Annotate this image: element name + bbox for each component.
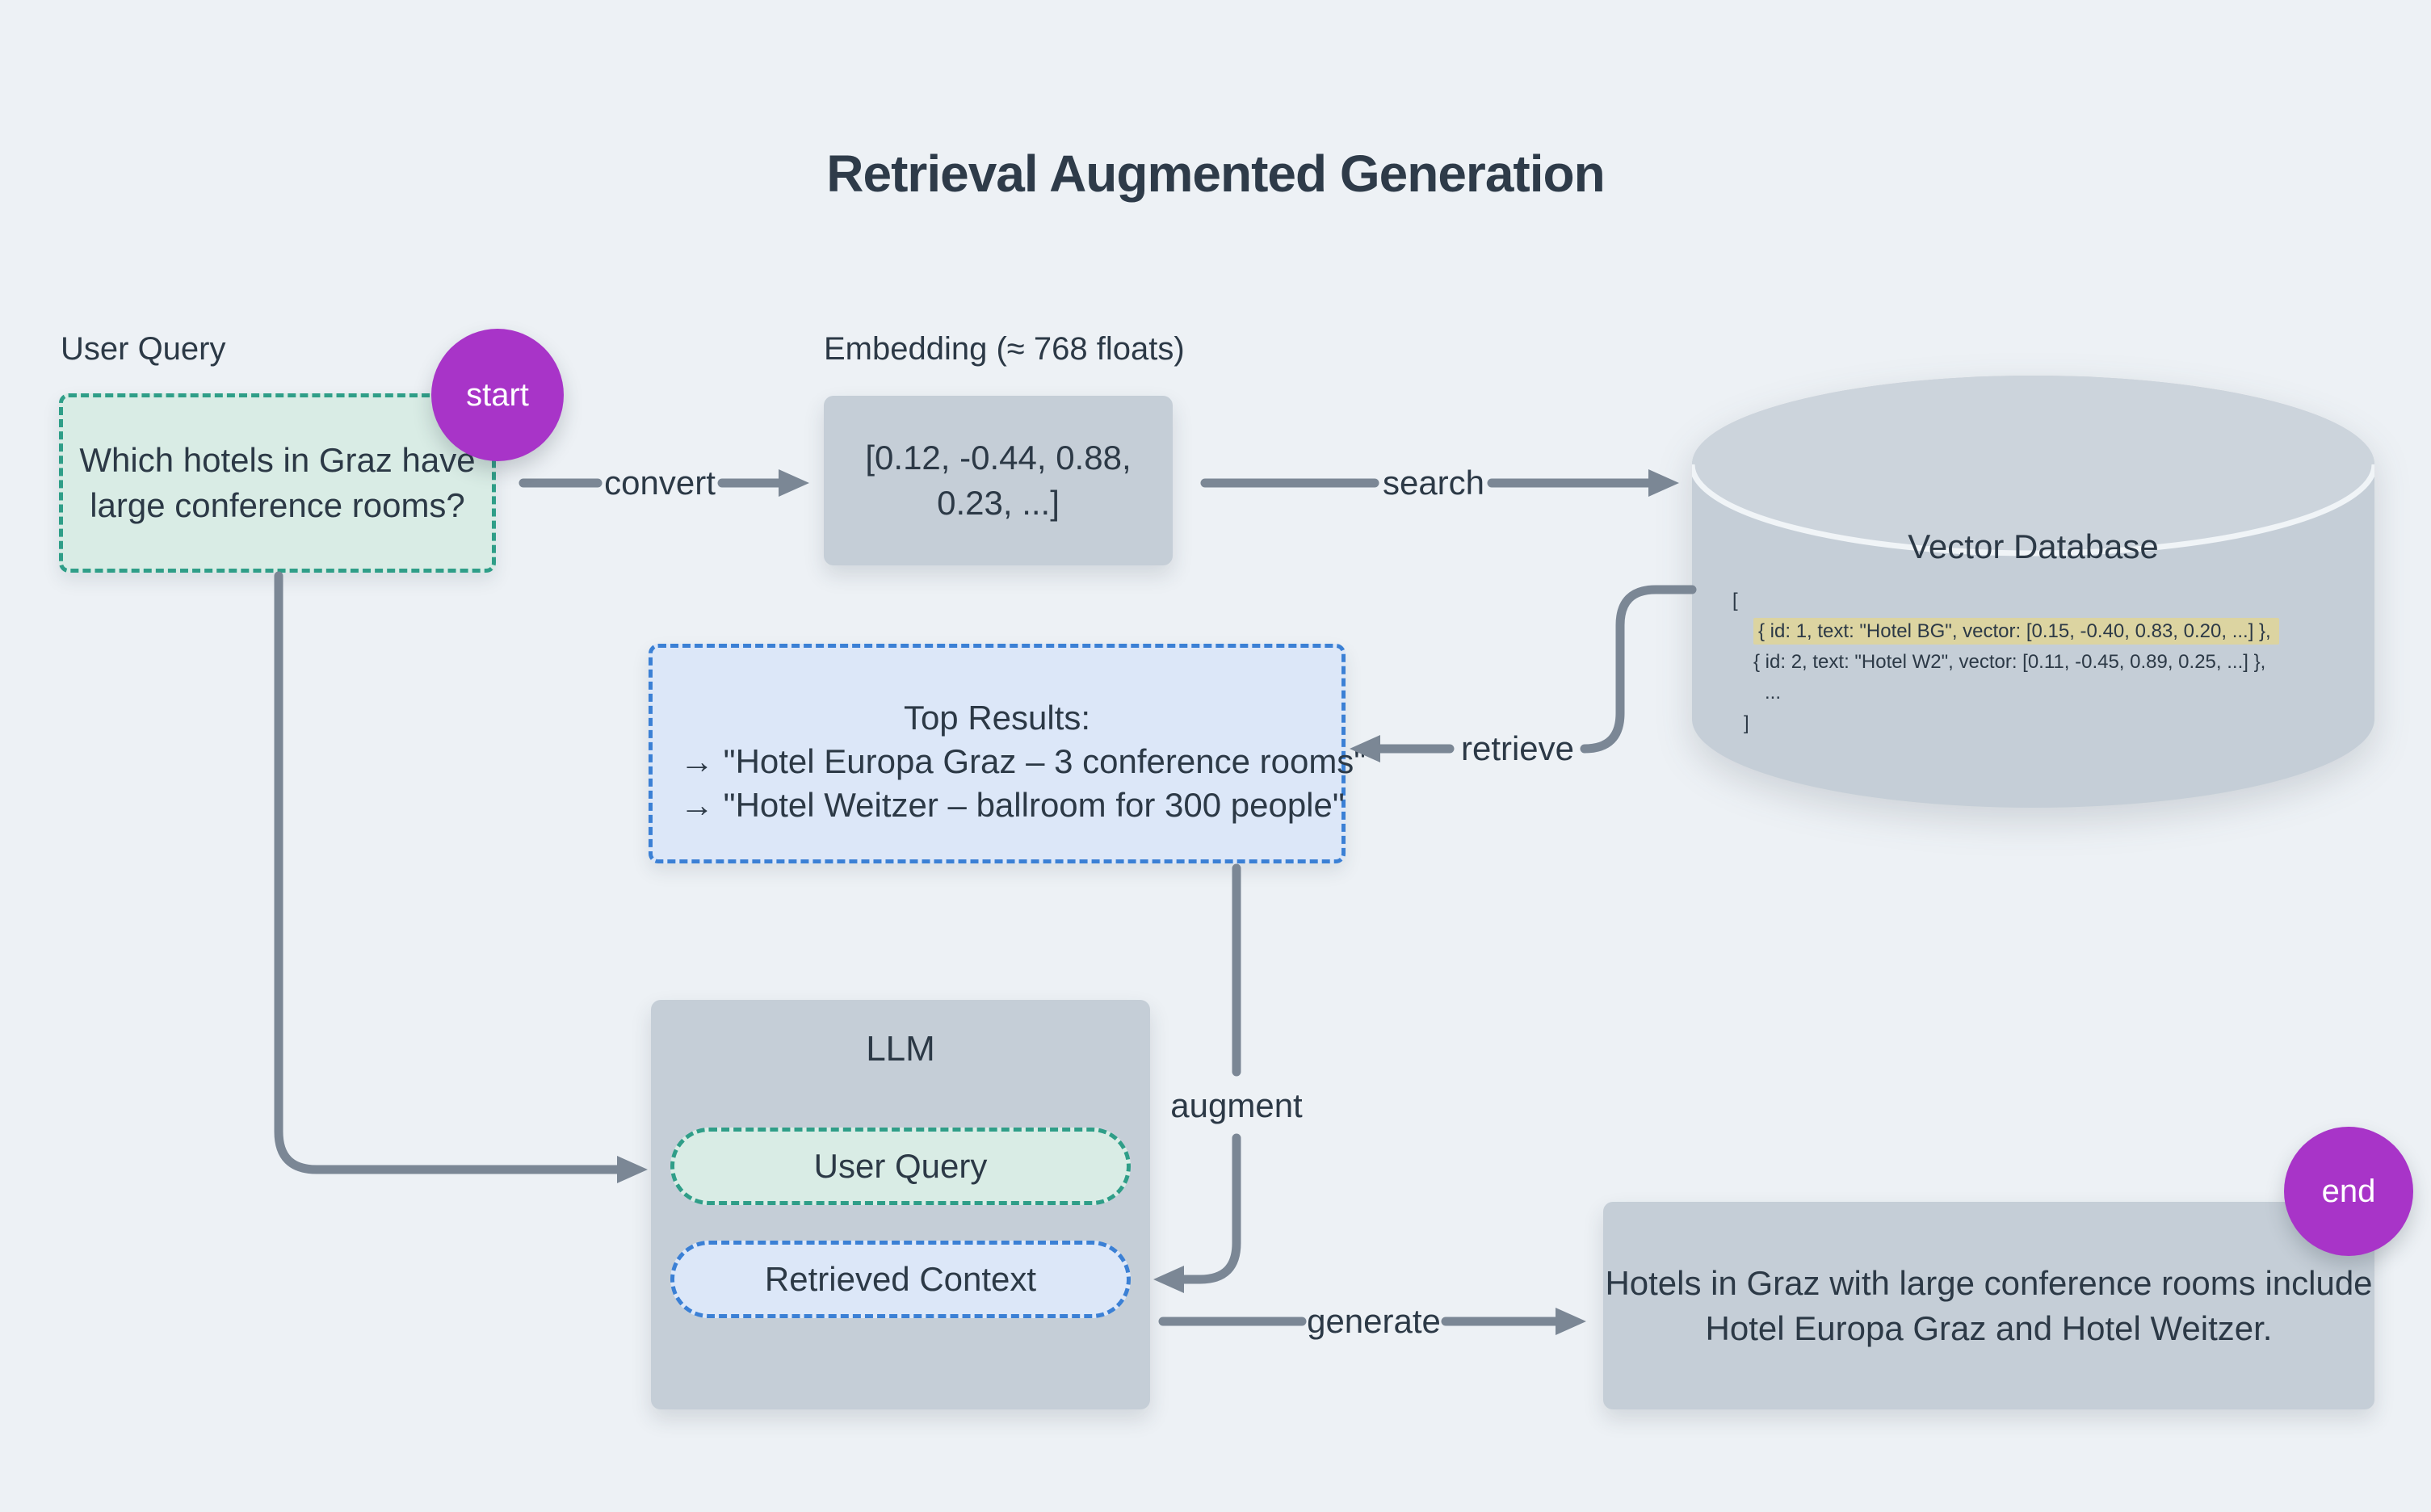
code-line: ] xyxy=(1744,712,1749,734)
user-query-line-1: Which hotels in Graz have xyxy=(79,441,476,479)
llm-retrieved-context-pill-label: Retrieved Context xyxy=(764,1260,1037,1298)
database-cylinder-icon xyxy=(1689,376,2378,808)
convert-edge-label: convert xyxy=(604,464,716,502)
code-line-highlighted: { id: 1, text: "Hotel BG", vector: [0.15… xyxy=(1732,616,2279,647)
top-results-item-2: → "Hotel Weitzer – ballroom for 300 peop… xyxy=(680,786,1345,824)
page-title: Retrieval Augmented Generation xyxy=(826,145,1605,203)
top-results-box: Top Results: → "Hotel Europa Graz – 3 co… xyxy=(649,644,1367,863)
start-badge: start xyxy=(431,329,564,461)
llm-title: LLM xyxy=(866,1029,935,1069)
vector-database-node: Vector Database [ { id: 1, text: "Hotel … xyxy=(1689,376,2378,808)
llm-user-query-pill-label: User Query xyxy=(813,1147,988,1185)
retrieve-edge-curve xyxy=(1580,585,1697,754)
end-badge-label: end xyxy=(2321,1173,2376,1209)
generate-edge-label: generate xyxy=(1307,1302,1441,1340)
top-results-item-1: → "Hotel Europa Graz – 3 conference room… xyxy=(680,742,1367,780)
llm-retrieved-context-pill: Retrieved Context xyxy=(670,1241,1131,1318)
retrieve-edge-label: retrieve xyxy=(1460,729,1575,767)
top-results-title: Top Results: xyxy=(903,699,1091,737)
userquery-to-llm-edge xyxy=(274,571,648,1183)
augment-edge-label: augment xyxy=(1170,1086,1303,1124)
answer-box: Hotels in Graz with large conference roo… xyxy=(1603,1202,2374,1409)
llm-user-query-pill: User Query xyxy=(670,1128,1131,1205)
user-query-line-2: large conference rooms? xyxy=(90,486,465,524)
end-badge: end xyxy=(2284,1127,2413,1256)
search-edge-label: search xyxy=(1382,464,1485,502)
vector-database-code: [ { id: 1, text: "Hotel BG", vector: [0.… xyxy=(1732,586,2279,739)
code-line: [ xyxy=(1732,590,1738,611)
embedding-line-1: [0.12, -0.44, 0.88, xyxy=(865,439,1132,477)
embedding-line-2: 0.23, ...] xyxy=(937,484,1060,522)
vector-database-title: Vector Database xyxy=(1908,527,2159,565)
llm-box: LLM User Query Retrieved Context xyxy=(651,1000,1150,1409)
augment-edge-bottom xyxy=(1153,1133,1241,1293)
answer-line-2: Hotel Europa Graz and Hotel Weitzer. xyxy=(1705,1308,2273,1347)
answer-line-1: Hotels in Graz with large conference roo… xyxy=(1605,1263,2373,1302)
start-badge-label: start xyxy=(466,376,529,413)
code-line: { id: 2, text: "Hotel W2", vector: [0.11… xyxy=(1753,651,2266,673)
embedding-box: [0.12, -0.44, 0.88, 0.23, ...] xyxy=(824,396,1173,565)
code-line: ... xyxy=(1765,682,1782,704)
user-query-label: User Query xyxy=(61,331,226,367)
embedding-label: Embedding (≈ 768 floats) xyxy=(824,331,1185,367)
user-query-box: Which hotels in Graz have large conferen… xyxy=(59,393,496,573)
